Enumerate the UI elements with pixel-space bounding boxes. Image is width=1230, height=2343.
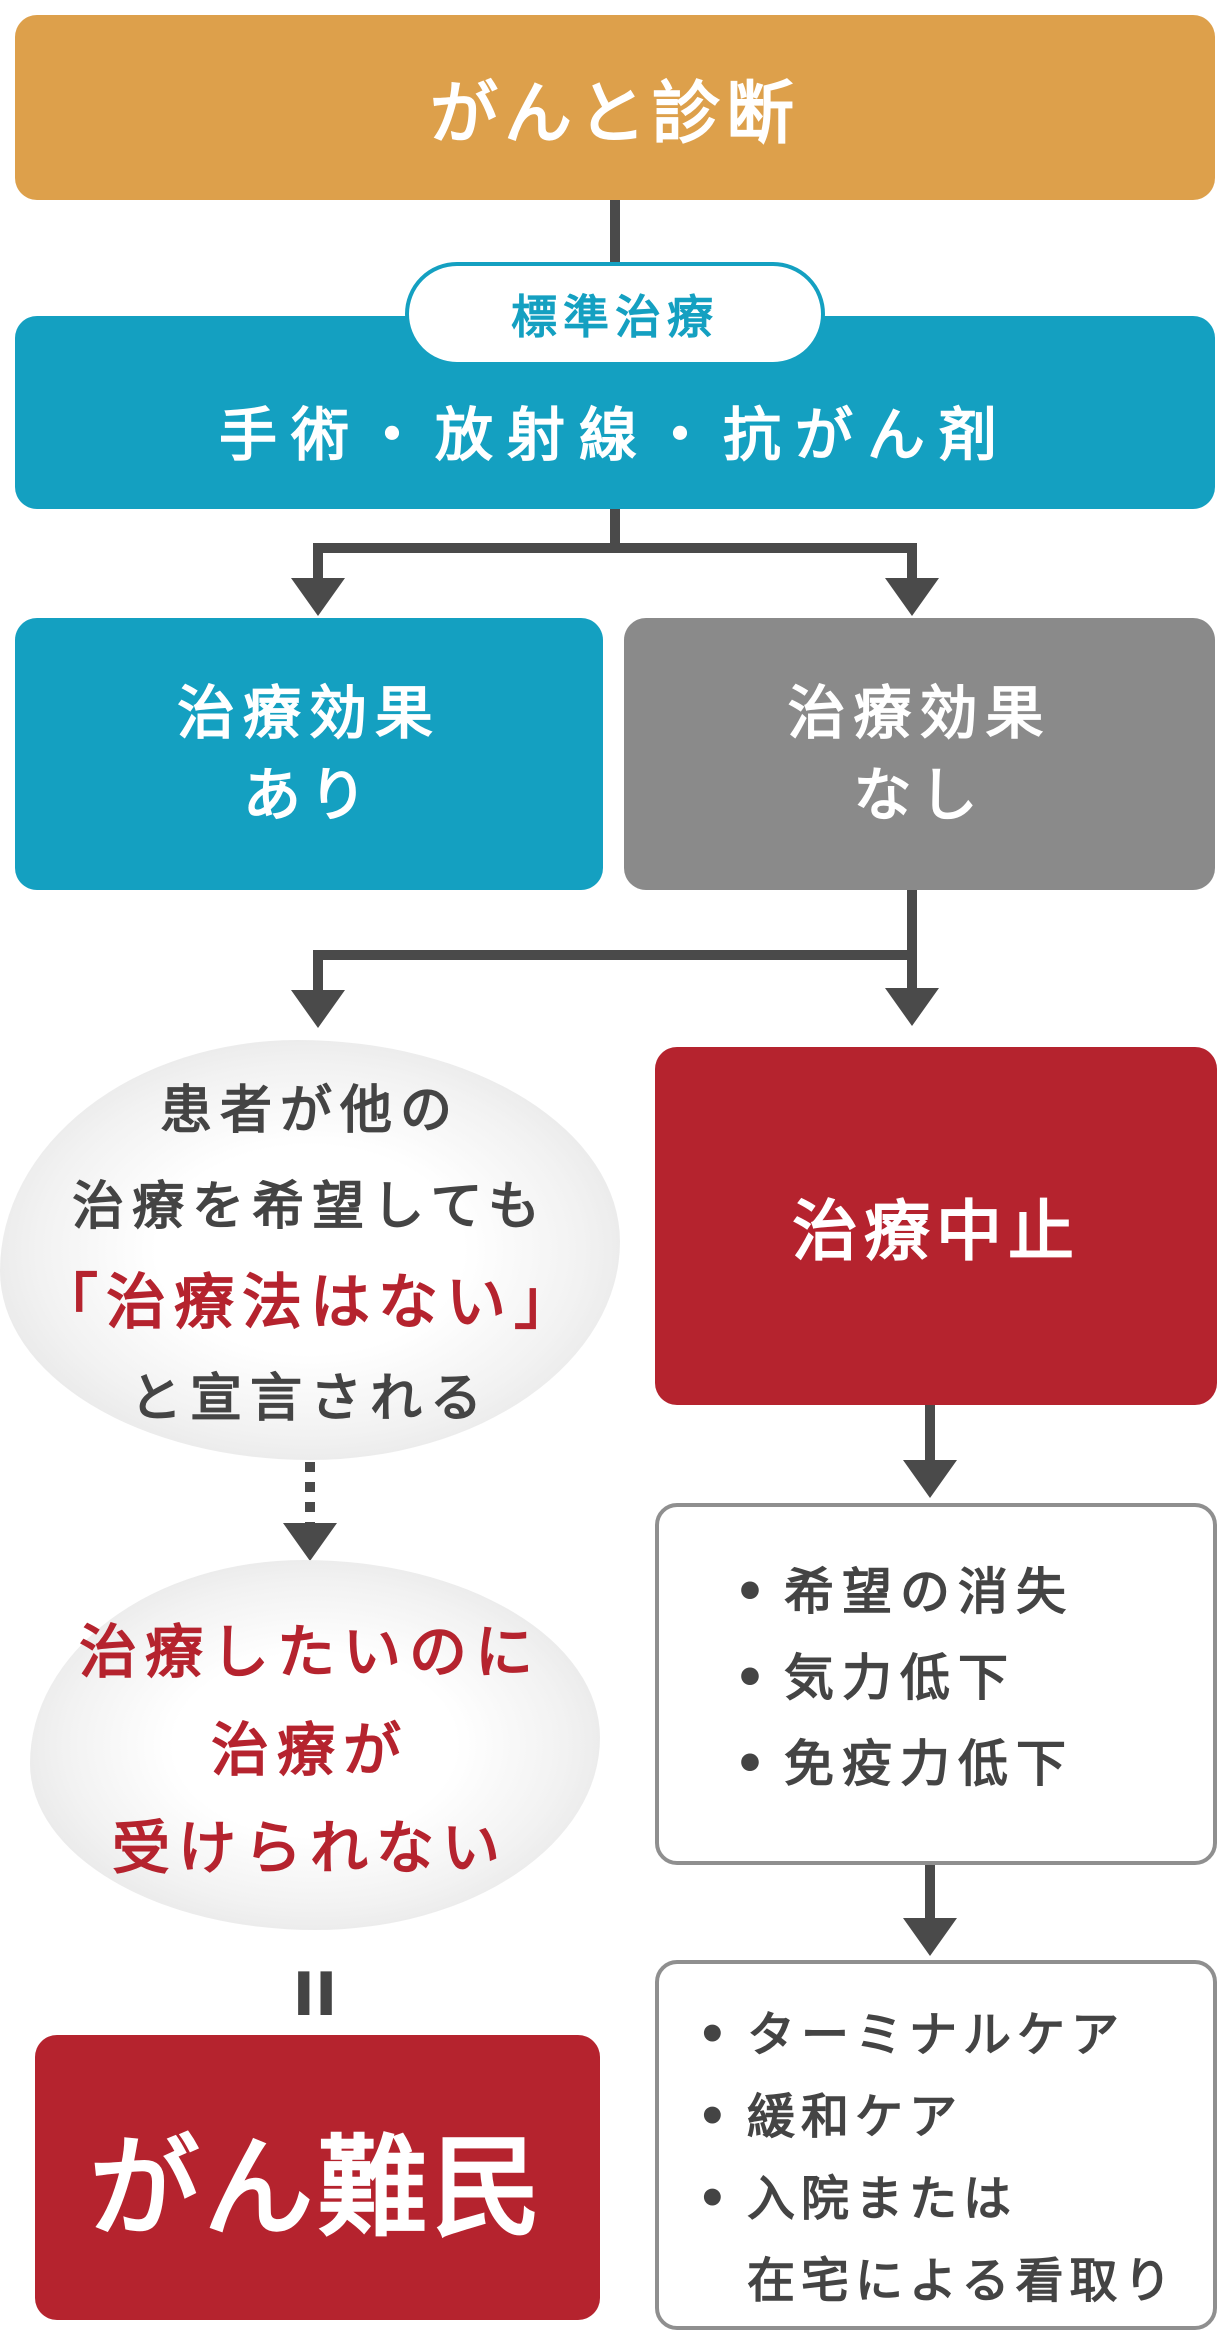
equals-sign: II (292, 1960, 338, 2030)
message1-line2: 治療を希望しても (72, 1177, 548, 1237)
effect-yes-box: 治療効果 あり (15, 618, 603, 890)
title-box: がんと診断 (15, 15, 1215, 200)
effect-yes-line1: 治療効果 (176, 679, 441, 747)
effects-list: 希望の消失 気力低下 免疫力低下 (734, 1549, 1213, 1807)
list-item: 入院または 在宅による看取り (697, 2158, 1213, 2322)
list-item-line1: 入院または (747, 2171, 1018, 2227)
care-list-box: ターミナルケア 緩和ケア 入院または 在宅による看取り (655, 1960, 1217, 2330)
care-list: ターミナルケア 緩和ケア 入院または 在宅による看取り (697, 1994, 1213, 2322)
standard-treatment-pill: 標準治療 (405, 262, 825, 366)
list-item: ターミナルケア (697, 1994, 1213, 2076)
treatment-stop-box: 治療中止 (655, 1047, 1217, 1405)
message-declared-no-treatment: 患者が他の 治療を希望しても 「治療法はない」 と宣言される (0, 1065, 620, 1445)
standard-treatment-text: 手術・放射線・抗がん剤 (15, 380, 1215, 480)
cloud-shape-2 (30, 1560, 600, 1930)
cloud-shape-1 (0, 1040, 620, 1460)
list-item: 緩和ケア (697, 2076, 1213, 2158)
message2-line2: 治療が (210, 1716, 409, 1784)
message2-line1: 治療したいのに (78, 1618, 541, 1686)
treatment-stop-text: 治療中止 (792, 1193, 1080, 1270)
list-item: 気力低下 (734, 1635, 1213, 1721)
effect-no-line1: 治療効果 (787, 679, 1052, 747)
standard-treatment-list: 手術・放射線・抗がん剤 (218, 401, 1011, 469)
cancer-refugee-text: がん難民 (89, 2123, 546, 2252)
cancer-refugee-box: がん難民 (35, 2035, 600, 2320)
list-item: 免疫力低下 (734, 1721, 1213, 1807)
message2-line3: 受けられない (111, 1814, 508, 1882)
message1-line1: 患者が他の (159, 1081, 460, 1141)
title-text: がんと診断 (429, 75, 800, 154)
effect-no-line2: なし (853, 761, 986, 829)
message1-line3: 「治療法はない」 (38, 1268, 582, 1338)
list-item: 希望の消失 (734, 1549, 1213, 1635)
message1-line4: と宣言される (129, 1369, 490, 1429)
effects-list-box: 希望の消失 気力低下 免疫力低下 (655, 1503, 1217, 1865)
message-cannot-receive-treatment: 治療したいのに 治療が 受けられない (0, 1595, 620, 1905)
effect-yes-line2: あり (242, 761, 375, 829)
list-item-line2: 在宅による看取り (747, 2253, 1178, 2309)
effect-no-box: 治療効果 なし (624, 618, 1215, 890)
standard-treatment-label: 標準治療 (511, 290, 719, 344)
